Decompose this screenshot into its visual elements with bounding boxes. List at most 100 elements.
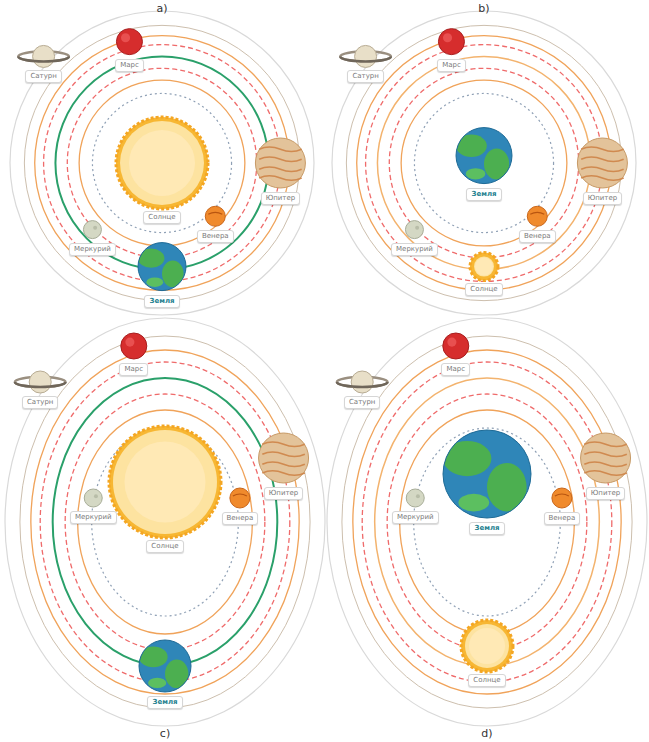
planet-name: Солнце — [473, 676, 500, 685]
earth-figure — [139, 640, 191, 692]
planet-name: Земля — [471, 190, 496, 199]
planet-name: Земля — [152, 698, 177, 707]
planet-name: Венера — [524, 232, 551, 241]
mercury-figure — [84, 489, 102, 507]
orbit-path — [79, 80, 245, 246]
planet-name: Земля — [149, 297, 174, 306]
venus-figure — [527, 206, 547, 226]
planet-name: Солнце — [148, 213, 175, 222]
orbit-set — [327, 318, 647, 726]
planet-name: Меркурий — [75, 513, 112, 522]
planet-label: Меркурий — [391, 243, 438, 256]
planet-label: Солнце — [465, 283, 502, 296]
planet-name: Сатурн — [349, 398, 375, 407]
planet-name: Юпитер — [591, 489, 621, 498]
planet-label: Юпитер — [586, 487, 626, 500]
planet-label: Венера — [197, 230, 234, 243]
planet-name: Сатурн — [30, 72, 56, 81]
panel-letter: a) — [156, 2, 167, 15]
planet-name: Юпитер — [269, 489, 299, 498]
mars-figure — [438, 29, 464, 55]
outer-ring — [5, 318, 325, 726]
jupiter-figure — [581, 433, 631, 483]
planet-label: Юпитер — [583, 192, 623, 205]
panel-letter: b) — [478, 2, 489, 15]
orbit-path — [55, 56, 268, 269]
venus-figure — [552, 488, 572, 508]
orbit-path — [401, 80, 567, 246]
outer-ring — [327, 318, 647, 726]
panel-letter: d) — [481, 727, 492, 740]
planet-label: Марс — [441, 363, 470, 376]
planet-name: Марс — [442, 61, 461, 70]
sun-figure — [470, 253, 498, 281]
orbit-path — [53, 378, 278, 666]
jupiter-figure — [255, 138, 305, 188]
orbit-path — [342, 336, 632, 708]
orbit-set — [10, 11, 314, 315]
planet-label: Меркурий — [392, 511, 439, 524]
planet-label: Земля — [147, 696, 182, 709]
planet-label: Сатурн — [22, 396, 58, 409]
sun-figure — [116, 117, 208, 209]
saturn-figure — [340, 45, 391, 67]
orbit-path — [40, 362, 290, 682]
planet-name: Юпитер — [588, 194, 618, 203]
planet-label: Венера — [544, 512, 581, 525]
venus-figure — [230, 488, 250, 508]
planet-label: Земля — [144, 295, 179, 308]
planet-label: Земля — [466, 188, 501, 201]
orbit-path — [65, 394, 265, 650]
planet-label: Юпитер — [264, 487, 304, 500]
earth-figure — [443, 430, 531, 518]
planet-label: Юпитер — [261, 192, 301, 205]
orbit-path — [387, 394, 587, 650]
planet-name: Солнце — [470, 285, 497, 294]
planet-label: Венера — [519, 230, 556, 243]
planet-name: Земля — [474, 524, 499, 533]
earth-figure — [456, 128, 512, 184]
planet-name: Сатурн — [352, 72, 378, 81]
planet-name: Марс — [446, 365, 465, 374]
orbit-path — [362, 362, 612, 682]
planet-name: Марс — [124, 365, 143, 374]
earth-figure — [138, 243, 186, 291]
planet-name: Солнце — [151, 542, 178, 551]
orbit-set — [332, 11, 636, 315]
planet-label: Венера — [222, 512, 259, 525]
panel-letter: c) — [160, 727, 170, 740]
planet-label: Меркурий — [69, 243, 116, 256]
planet-name: Меркурий — [396, 245, 433, 254]
orbit-path — [377, 56, 590, 269]
planet-name: Юпитер — [266, 194, 296, 203]
jupiter-figure — [577, 138, 627, 188]
outer-ring — [10, 11, 314, 315]
planet-name: Марс — [120, 61, 139, 70]
sun-figure — [461, 620, 513, 672]
planet-name: Сатурн — [27, 398, 53, 407]
planet-label: Солнце — [146, 540, 183, 553]
saturn-figure — [337, 371, 388, 393]
planet-name: Меркурий — [397, 513, 434, 522]
planet-label: Земля — [469, 522, 504, 535]
orbit-path — [357, 36, 612, 291]
planet-label: Меркурий — [70, 511, 117, 524]
orbit-path — [366, 45, 603, 282]
orbit-path — [35, 36, 290, 291]
planet-label: Марс — [115, 59, 144, 72]
mercury-figure — [405, 221, 423, 239]
orbit-path — [31, 350, 299, 694]
mars-figure — [116, 29, 142, 55]
planet-label: Марс — [437, 59, 466, 72]
planet-label: Солнце — [468, 674, 505, 687]
planet-label: Марс — [119, 363, 148, 376]
orbit-path — [92, 93, 231, 232]
orbit-path — [414, 93, 553, 232]
orbit-path — [67, 68, 256, 257]
orbit-path — [353, 350, 621, 694]
jupiter-figure — [259, 433, 309, 483]
saturn-figure — [18, 45, 69, 67]
planet-name: Венера — [227, 514, 254, 523]
orbit-set — [5, 318, 325, 726]
